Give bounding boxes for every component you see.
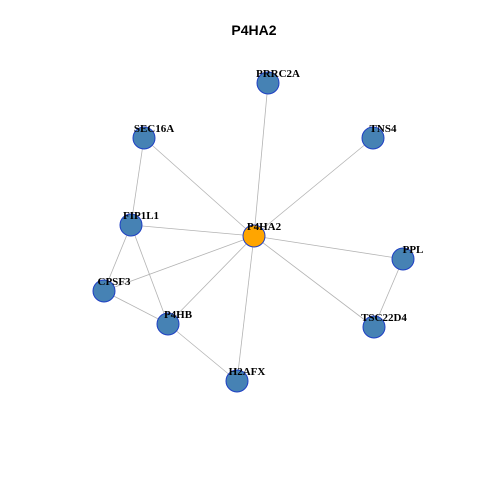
edge-p4ha2-ppl bbox=[253, 235, 404, 260]
edge-layer bbox=[103, 82, 404, 382]
node-fip1l1[interactable] bbox=[119, 213, 143, 237]
edge-p4ha2-cpsf3 bbox=[103, 235, 255, 292]
node-label-p4ha2: P4HA2 bbox=[247, 221, 282, 233]
node-label-p4hb: P4HB bbox=[164, 309, 193, 321]
node-cpsf3[interactable] bbox=[92, 279, 116, 303]
node-p4hb[interactable] bbox=[156, 312, 180, 336]
node-label-h2afx: H2AFX bbox=[229, 366, 266, 378]
node-label-prrc2a: PRRC2A bbox=[256, 68, 300, 80]
node-label-cpsf3: CPSF3 bbox=[98, 276, 132, 288]
node-tsc22d4[interactable] bbox=[362, 315, 386, 339]
edge-fip1l1-p4hb bbox=[130, 224, 169, 325]
node-sec16a[interactable] bbox=[132, 126, 156, 150]
diagram-title: P4HA2 bbox=[231, 22, 276, 38]
edge-sec16a-fip1l1 bbox=[130, 137, 145, 226]
edge-p4ha2-sec16a bbox=[143, 137, 255, 237]
edge-cpsf3-p4hb bbox=[103, 290, 169, 325]
node-label-tns4: TNS4 bbox=[370, 123, 397, 135]
node-label-tsc22d4: TSC22D4 bbox=[361, 312, 407, 324]
edge-p4ha2-fip1l1 bbox=[130, 224, 255, 237]
node-h2afx[interactable] bbox=[225, 369, 249, 393]
node-layer bbox=[92, 71, 415, 393]
edge-fip1l1-cpsf3 bbox=[103, 224, 132, 292]
edge-p4ha2-tns4 bbox=[253, 137, 374, 237]
node-label-sec16a: SEC16A bbox=[134, 123, 174, 135]
edge-p4ha2-p4hb bbox=[167, 235, 255, 325]
edge-p4ha2-prrc2a bbox=[253, 82, 269, 237]
node-tns4[interactable] bbox=[361, 126, 385, 150]
edge-p4hb-h2afx bbox=[167, 323, 238, 382]
node-ppl[interactable] bbox=[391, 247, 415, 271]
edge-p4ha2-tsc22d4 bbox=[253, 235, 375, 328]
node-label-fip1l1: FIP1L1 bbox=[123, 210, 159, 222]
edge-ppl-tsc22d4 bbox=[373, 258, 404, 328]
node-prrc2a[interactable] bbox=[256, 71, 280, 95]
node-p4ha2[interactable] bbox=[242, 224, 266, 248]
node-label-ppl: PPL bbox=[403, 244, 424, 256]
edge-p4ha2-h2afx bbox=[236, 235, 255, 382]
